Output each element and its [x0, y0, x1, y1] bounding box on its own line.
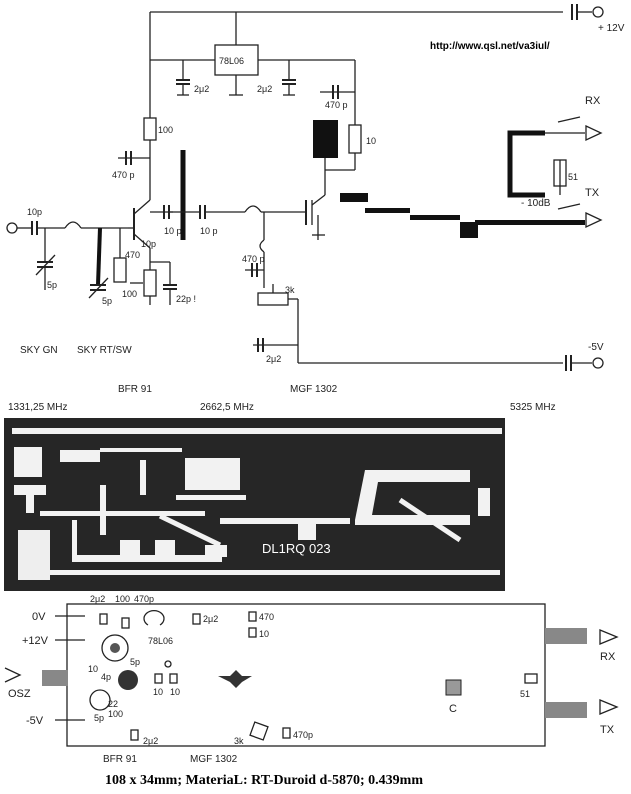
- layout-reg-label: 78L06: [148, 636, 173, 646]
- layout-c-bot-label: 2μ2: [143, 736, 158, 746]
- r-drain-label: 10: [366, 136, 376, 146]
- c-gate-neg-label: 2μ2: [266, 354, 281, 364]
- c-reg-out-label: 2μ2: [257, 84, 272, 94]
- layout-c-label: C: [449, 703, 457, 715]
- c-top1-label: 2μ2: [90, 594, 105, 604]
- layout-tx-label: TX: [600, 724, 615, 736]
- sky1-label: SKY GN: [20, 345, 58, 356]
- layout-pot-3k-label: 3k: [234, 736, 244, 746]
- drain-choke: [313, 120, 338, 158]
- c-gate-bypass-label: 470 p: [242, 254, 265, 264]
- layout-r-10b-label: 10: [170, 687, 180, 697]
- supply-pos-terminal: [592, 6, 604, 18]
- layout-0v-label: 0V: [32, 611, 46, 623]
- layout-c-470p-label: 470p: [293, 730, 313, 740]
- layout-5v-label: -5V: [26, 715, 44, 727]
- layout-12v-label: +12V: [22, 635, 49, 647]
- r-collector: [143, 117, 157, 141]
- layout-c-5p2-label: 5p: [94, 713, 104, 723]
- layout-r-10-label: 10: [259, 629, 269, 639]
- c-base-label: 10p: [141, 239, 156, 249]
- source-url: http://www.qsl.net/va3iul/: [430, 41, 550, 52]
- r-bias-label: 470: [125, 250, 140, 260]
- pcb-photo: DL1RQ 023: [4, 418, 505, 591]
- layout-r-10a-label: 10: [153, 687, 163, 697]
- freq3-label: 5325 MHz: [510, 402, 556, 413]
- mgf1302-label: MGF 1302: [290, 384, 338, 395]
- layout-rx-label: RX: [600, 651, 616, 663]
- caption: 108 x 34mm; MateriaL: RT-Duroid d-5870; …: [105, 773, 423, 788]
- c-mid-label: 10 p: [164, 226, 182, 236]
- layout-c-reg-label: 2μ2: [203, 614, 218, 624]
- layout-part2-label: MGF 1302: [190, 754, 238, 765]
- rx-label: RX: [585, 95, 601, 107]
- sky2-label: SKY RT/SW: [77, 345, 132, 356]
- layout-r-100-label: 100: [108, 709, 123, 719]
- c-emitter-label: 22p !: [176, 294, 196, 304]
- input-terminal: [6, 222, 18, 234]
- pot-gate-label: 3k: [285, 285, 295, 295]
- bfr91-label: BFR 91: [118, 384, 152, 395]
- layout-c-5p-label: 5p: [130, 657, 140, 667]
- supply-neg-label: -5V: [588, 342, 604, 353]
- c-in-label: 10p: [27, 207, 42, 217]
- rx-connector: [545, 628, 587, 644]
- c-top2-label: 470p: [134, 594, 154, 604]
- c-bypass2-label: 470 p: [325, 100, 348, 110]
- r-collector-label: 100: [158, 125, 173, 135]
- layout-c-22-label: 22: [108, 699, 118, 709]
- regulator-label: 78L06: [219, 56, 244, 66]
- freq1-label: 1331,25 MHz: [8, 402, 67, 413]
- osz-connector: [42, 670, 68, 686]
- layout-c-470-label: 470: [259, 612, 274, 622]
- osz-label: OSZ: [8, 688, 31, 700]
- component-layout: 0V +12V -5V OSZ RX TX 2μ2 100 470p 78L06…: [4, 594, 619, 765]
- c-trim-in-label: 5p: [47, 280, 57, 290]
- layout-part1-label: BFR 91: [103, 754, 137, 765]
- layout-c-10-label: 10: [88, 664, 98, 674]
- layout-c-4p-label: 4p: [101, 672, 111, 682]
- tx-connector: [545, 702, 587, 718]
- c-reg-in-label: 2μ2: [194, 84, 209, 94]
- layout-r-51-label: 51: [520, 689, 530, 699]
- freq2-label: 2662,5 MHz: [200, 402, 254, 413]
- r-pot-label: 100: [122, 289, 137, 299]
- r-top-label: 100: [115, 594, 130, 604]
- tx-label: TX: [585, 187, 600, 199]
- r-att-label: 51: [568, 172, 578, 182]
- pcb-marking: DL1RQ 023: [262, 541, 331, 556]
- schematic: + 12V 78L06 2μ2 2μ2 100 470 p: [6, 4, 625, 413]
- c-mid2-label: 10 p: [200, 226, 218, 236]
- c-bypass1-label: 470 p: [112, 170, 135, 180]
- attenuator-label: - 10dB: [521, 198, 551, 209]
- c-trim2-label: 5p: [102, 296, 112, 306]
- supply-pos-label: + 12V: [598, 23, 625, 34]
